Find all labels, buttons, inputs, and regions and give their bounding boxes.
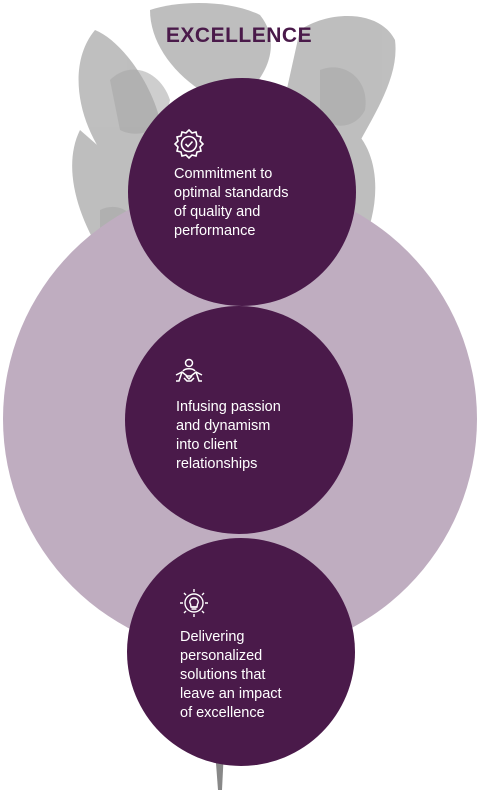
value-card-solutions: Delivering personalized solutions that l… [127, 538, 355, 766]
gear-lightbulb-icon [178, 587, 210, 619]
page-title: EXCELLENCE [165, 24, 313, 47]
handshake-icon [173, 357, 205, 389]
value-card-text: Delivering personalized solutions that l… [180, 629, 282, 721]
quality-badge-icon [173, 128, 205, 160]
value-card-text: Infusing passion and dynamism into clien… [176, 399, 281, 472]
value-card-text: Commitment to optimal standards of quali… [174, 166, 289, 239]
value-card-quality: Commitment to optimal standards of quali… [128, 78, 356, 306]
value-card-passion: Infusing passion and dynamism into clien… [125, 306, 353, 534]
